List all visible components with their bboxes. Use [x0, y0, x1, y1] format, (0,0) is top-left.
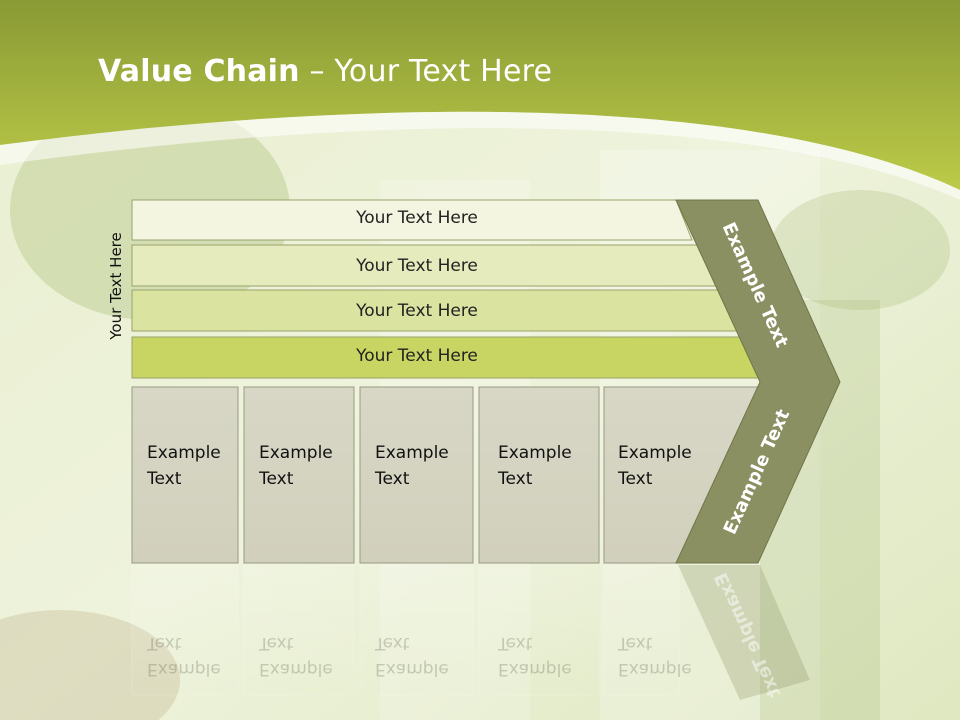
bar-4-label: Your Text Here: [356, 346, 478, 366]
box-3-reflection: Example Text: [375, 630, 475, 682]
box-5-line2: Text: [618, 469, 653, 489]
bar-3-label: Your Text Here: [356, 301, 478, 321]
box-2-shape: [243, 386, 355, 564]
box-4-reflection-line1: Example: [498, 659, 572, 679]
box-2-line1: Example: [259, 443, 333, 463]
bar-1-label: Your Text Here: [356, 208, 478, 228]
box-1-reflection: Example Text: [147, 630, 247, 682]
bar-1-shape: [131, 199, 693, 241]
side-label-text: Your Text Here: [107, 232, 125, 340]
box-4-reflection-line2: Text: [498, 633, 533, 653]
box-2-line2: Text: [259, 469, 294, 489]
chevron-shape: [675, 199, 841, 564]
box-1-reflection-line2: Text: [147, 633, 182, 653]
box-2-reflection: Example Text: [259, 630, 359, 682]
box-3-reflection-line1: Example: [375, 659, 449, 679]
box-3-shape: [359, 386, 474, 564]
box-4-shape: [478, 386, 600, 564]
box-1-line1: Example: [147, 443, 221, 463]
box-3-line2: Text: [375, 469, 410, 489]
box-5-reflection-line2: Text: [618, 633, 653, 653]
box-1-line2: Text: [147, 469, 182, 489]
box-4-reflection: Example Text: [498, 630, 598, 682]
box-3-reflection-line2: Text: [375, 633, 410, 653]
box-4-line1: Example: [498, 443, 572, 463]
box-5-line1: Example: [618, 443, 692, 463]
box-1-reflection-line1: Example: [147, 659, 221, 679]
box-4-line2: Text: [498, 469, 533, 489]
title-rest: – Your Text Here: [299, 54, 553, 89]
box-2-reflection-line1: Example: [259, 659, 333, 679]
title-bold: Value Chain: [98, 54, 300, 89]
slide-title: Value Chain – Your Text Here: [98, 54, 552, 89]
header-band: [0, 0, 960, 190]
box-3-line1: Example: [375, 443, 449, 463]
box-1-shape: [131, 386, 239, 564]
box-5-reflection: Example Text: [618, 630, 718, 682]
box-2-reflection-line2: Text: [259, 633, 294, 653]
bar-2-label: Your Text Here: [356, 256, 478, 276]
box-5-reflection-line1: Example: [618, 659, 692, 679]
